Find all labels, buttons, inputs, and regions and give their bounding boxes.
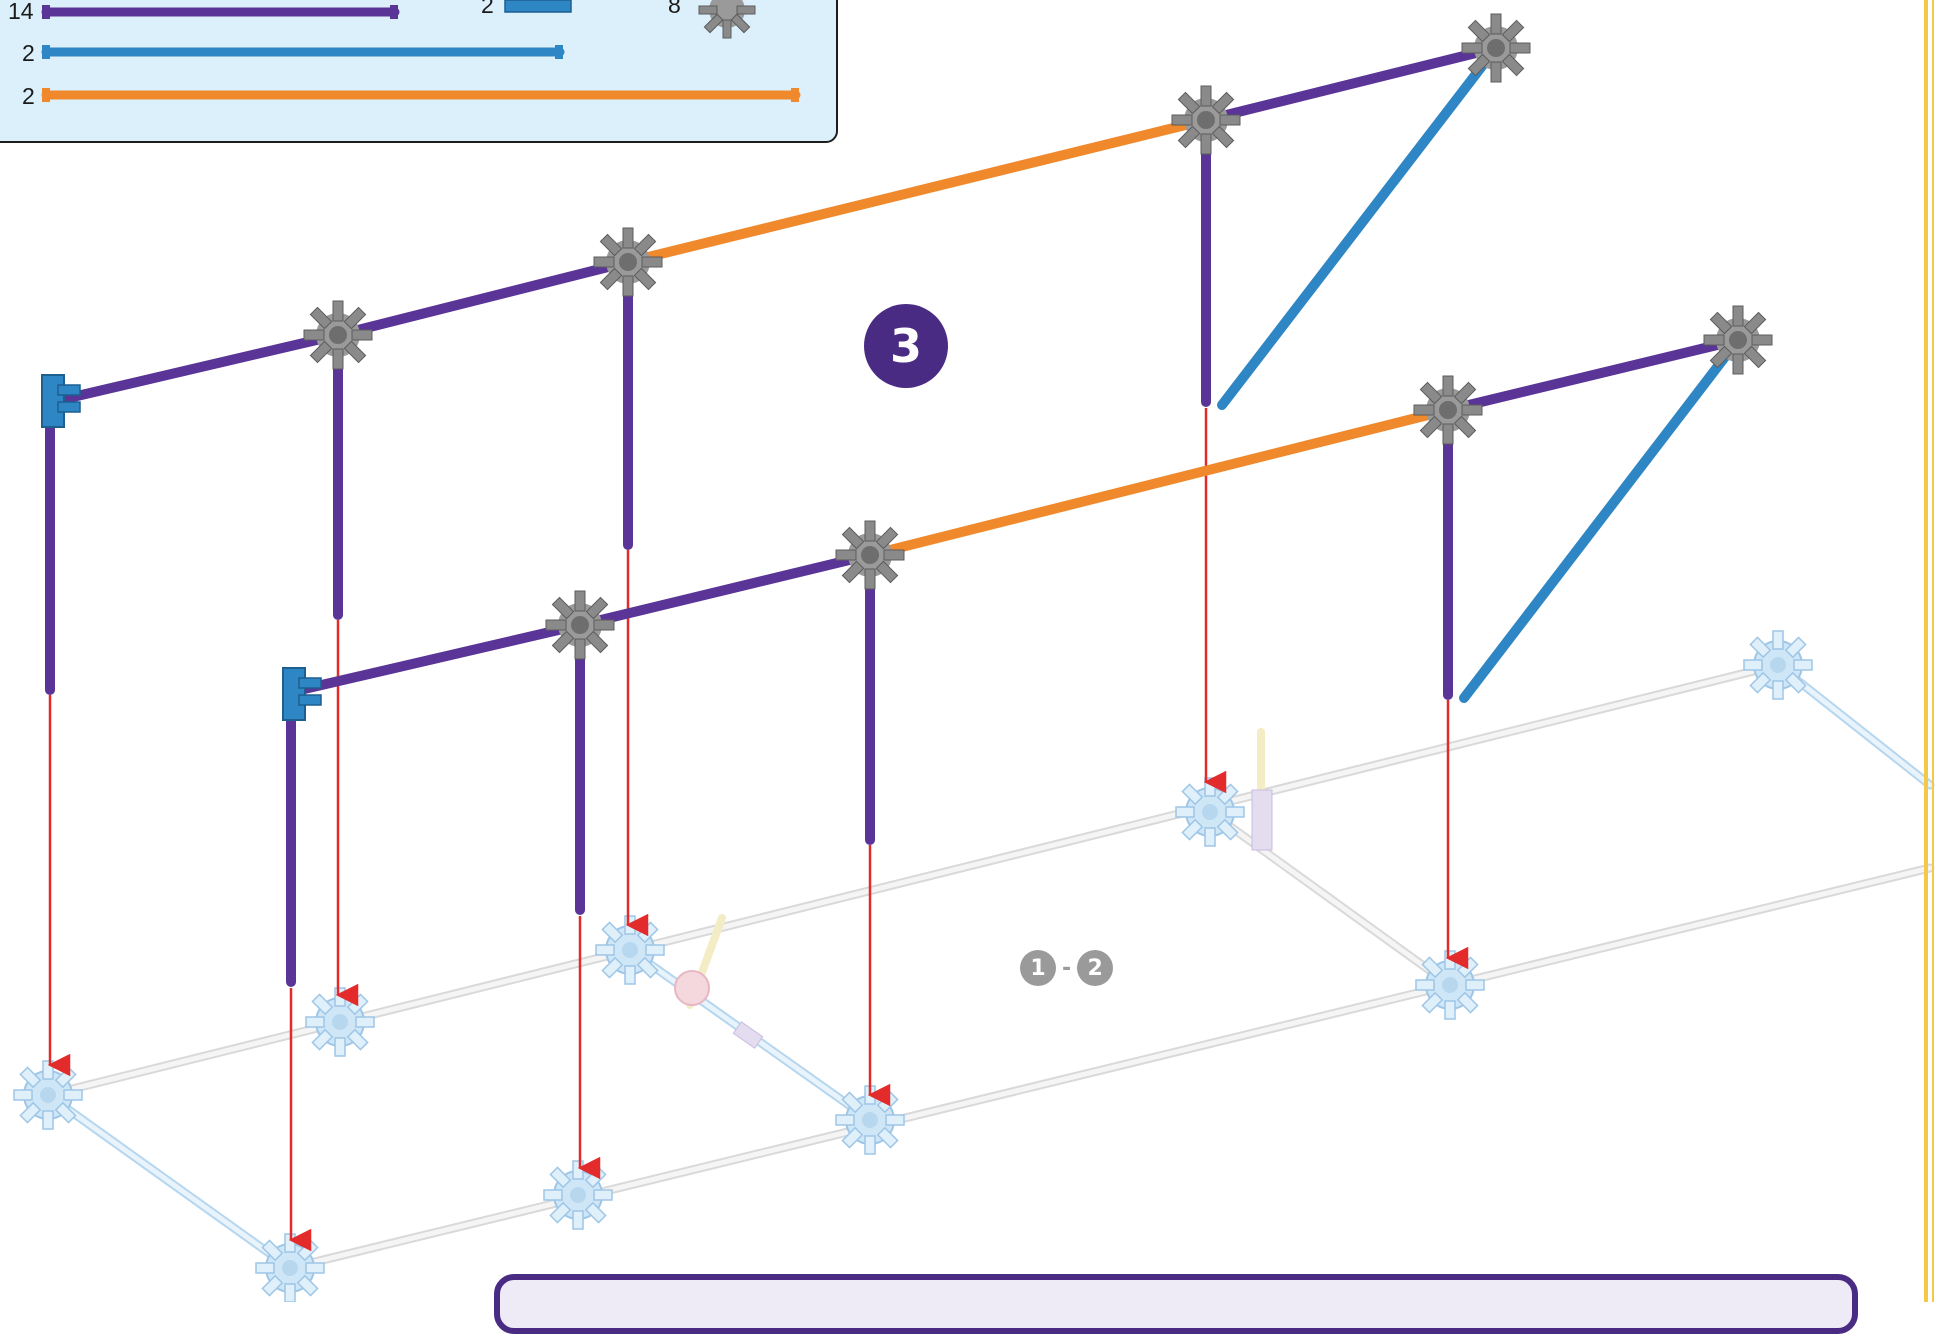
ghost-connector	[543, 1160, 613, 1230]
ghost-connector	[255, 1233, 325, 1302]
grey-star-connector	[545, 590, 615, 660]
back-wall	[41, 13, 1531, 695]
ghost-base-frame	[13, 630, 1935, 1302]
blue-rod-qty: 2	[22, 40, 35, 66]
grey-star-connector-qty: 8	[668, 0, 681, 18]
page-edge-border	[1924, 0, 1928, 1302]
purple-rod	[295, 620, 585, 695]
blue-clip-connector	[41, 374, 81, 428]
ghost-connector	[732, 1021, 764, 1049]
parts-list-icons	[41, 0, 801, 102]
note-box	[494, 1274, 1858, 1334]
parts-list-panel	[0, 0, 838, 143]
ghost-connector	[305, 987, 375, 1057]
ghost-connector	[674, 970, 710, 1006]
purple-rod-qty: 14	[8, 0, 34, 24]
blue-clip-connector	[282, 667, 322, 721]
orange-rod-qty: 2	[22, 83, 35, 109]
purple-rod	[1201, 43, 1501, 125]
assembly-diagram	[13, 13, 1935, 1302]
blue-rod	[1459, 335, 1743, 703]
blue-clip-connector-qty: 2	[481, 0, 494, 18]
grey-star-connector	[835, 520, 905, 590]
grey-star-connector-icon	[698, 0, 756, 39]
placement-arrows	[47, 408, 1469, 1252]
ghost-connector	[13, 1060, 83, 1130]
front-wall	[282, 305, 1773, 987]
reference-separator: -	[1062, 955, 1072, 981]
grey-star-connector	[593, 227, 663, 297]
reference-steps: 1 - 2	[1020, 948, 1114, 988]
purple-rod	[575, 550, 875, 630]
blue-rod	[1217, 43, 1501, 410]
ghost-connector	[1743, 630, 1813, 700]
purple-rod	[1443, 335, 1743, 415]
step-number-badge: 3	[864, 304, 948, 388]
ghost-connector	[1175, 777, 1245, 847]
ghost-connector	[835, 1085, 905, 1155]
grey-star-connector	[303, 300, 373, 370]
orange-rod	[623, 115, 1211, 267]
purple-rod	[333, 257, 633, 340]
grey-star-connector	[1703, 305, 1773, 375]
orange-rod	[865, 405, 1453, 560]
ghost-connector	[1415, 950, 1485, 1020]
purple-rod	[55, 330, 343, 405]
ghost-connector	[1251, 789, 1273, 851]
blue-clip-connector-icon	[504, 0, 572, 13]
reference-step-end: 2	[1077, 950, 1114, 986]
grey-star-connector	[1171, 85, 1241, 155]
reference-step-start: 1	[1020, 950, 1056, 986]
ghost-connector	[595, 915, 665, 985]
grey-star-connector	[1413, 375, 1483, 445]
page-edge-border	[1932, 0, 1934, 1302]
grey-star-connector	[1461, 13, 1531, 83]
